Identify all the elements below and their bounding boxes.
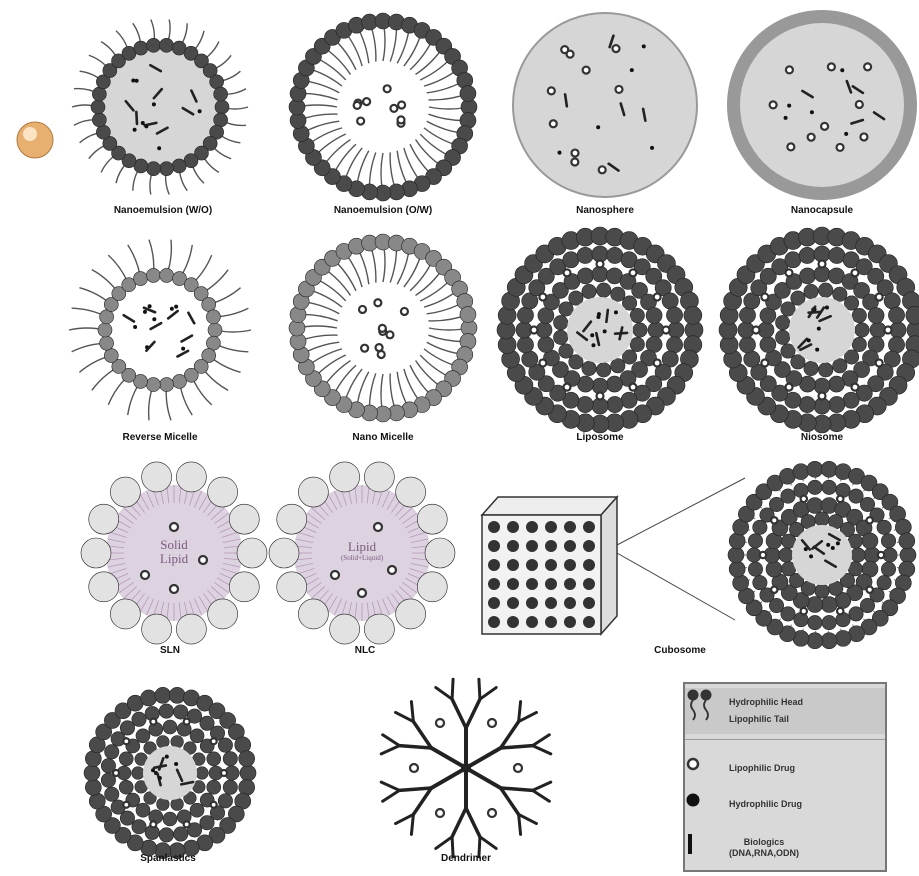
- legend-lipophilic-drug: Lipophilic Drug: [729, 763, 795, 774]
- caption-reverse-micelle: Reverse Micelle: [122, 432, 197, 443]
- legend-divider: [685, 739, 885, 740]
- nlc-core-label: Lipid (Solid+Liquid): [341, 540, 383, 563]
- caption-cubosome: Cubosome: [654, 645, 706, 656]
- legend-hydrophilic-drug: Hydrophilic Drug: [729, 799, 802, 810]
- sln-core-label-line1: Solid: [160, 537, 187, 552]
- decorative-orb: [17, 122, 53, 158]
- caption-nanocapsule: Nanocapsule: [791, 205, 853, 216]
- caption-nlc: NLC: [355, 645, 376, 656]
- legend-biologics-sub: (DNA,RNA,ODN): [729, 848, 799, 859]
- caption-niosome: Niosome: [801, 432, 843, 443]
- nlc-core-label-line2: (Solid+Liquid): [341, 554, 383, 563]
- nano-micelle-particle: [289, 234, 477, 422]
- reverse-micelle-particle: [69, 240, 251, 421]
- caption-dendrimer: Dendrimer: [441, 853, 491, 864]
- legend-row-biologics: Biologics (DNA,RNA,ODN): [685, 832, 885, 864]
- legend-biologics: Biologics: [729, 837, 799, 848]
- legend-row-amphiphile: Hydrophilic Head Lipophilic Tail: [685, 688, 885, 734]
- niosome-particle: [719, 227, 919, 433]
- spanlastics-particle: [84, 687, 256, 858]
- liposome-particle: [497, 227, 703, 433]
- dendrimer-structure: [381, 679, 551, 857]
- caption-liposome: Liposome: [576, 432, 623, 443]
- legend-box: Hydrophilic Head Lipophilic Tail Lipophi…: [683, 682, 887, 872]
- caption-sln: SLN: [160, 645, 180, 656]
- caption-spanlastics: Spanlastics: [140, 853, 196, 864]
- nanoemulsion-wo-particle: [72, 19, 248, 194]
- legend-row-lipophilic-drug: Lipophilic Drug: [685, 756, 885, 780]
- caption-nanosphere: Nanosphere: [576, 205, 634, 216]
- nlc-core-label-line1: Lipid: [348, 539, 376, 554]
- nanoemulsion-ow-particle: [289, 13, 477, 201]
- caption-nanoemulsion-ow: Nanoemulsion (O/W): [334, 205, 432, 216]
- cubosome-cube: [482, 478, 745, 634]
- legend-row-hydrophilic-drug: Hydrophilic Drug: [685, 792, 885, 816]
- caption-nano-micelle: Nano Micelle: [352, 432, 413, 443]
- nanocapsule-particle: [727, 10, 917, 200]
- legend-hydrophilic-head: Hydrophilic Head: [729, 697, 803, 708]
- cubosome-detail-particle: [728, 461, 916, 648]
- sln-core-label: Solid Lipid: [160, 538, 188, 566]
- sln-core-label-line2: Lipid: [160, 551, 188, 566]
- nanosphere-particle: [513, 13, 697, 197]
- caption-nanoemulsion-wo: Nanoemulsion (W/O): [114, 205, 212, 216]
- legend-lipophilic-tail: Lipophilic Tail: [729, 714, 803, 725]
